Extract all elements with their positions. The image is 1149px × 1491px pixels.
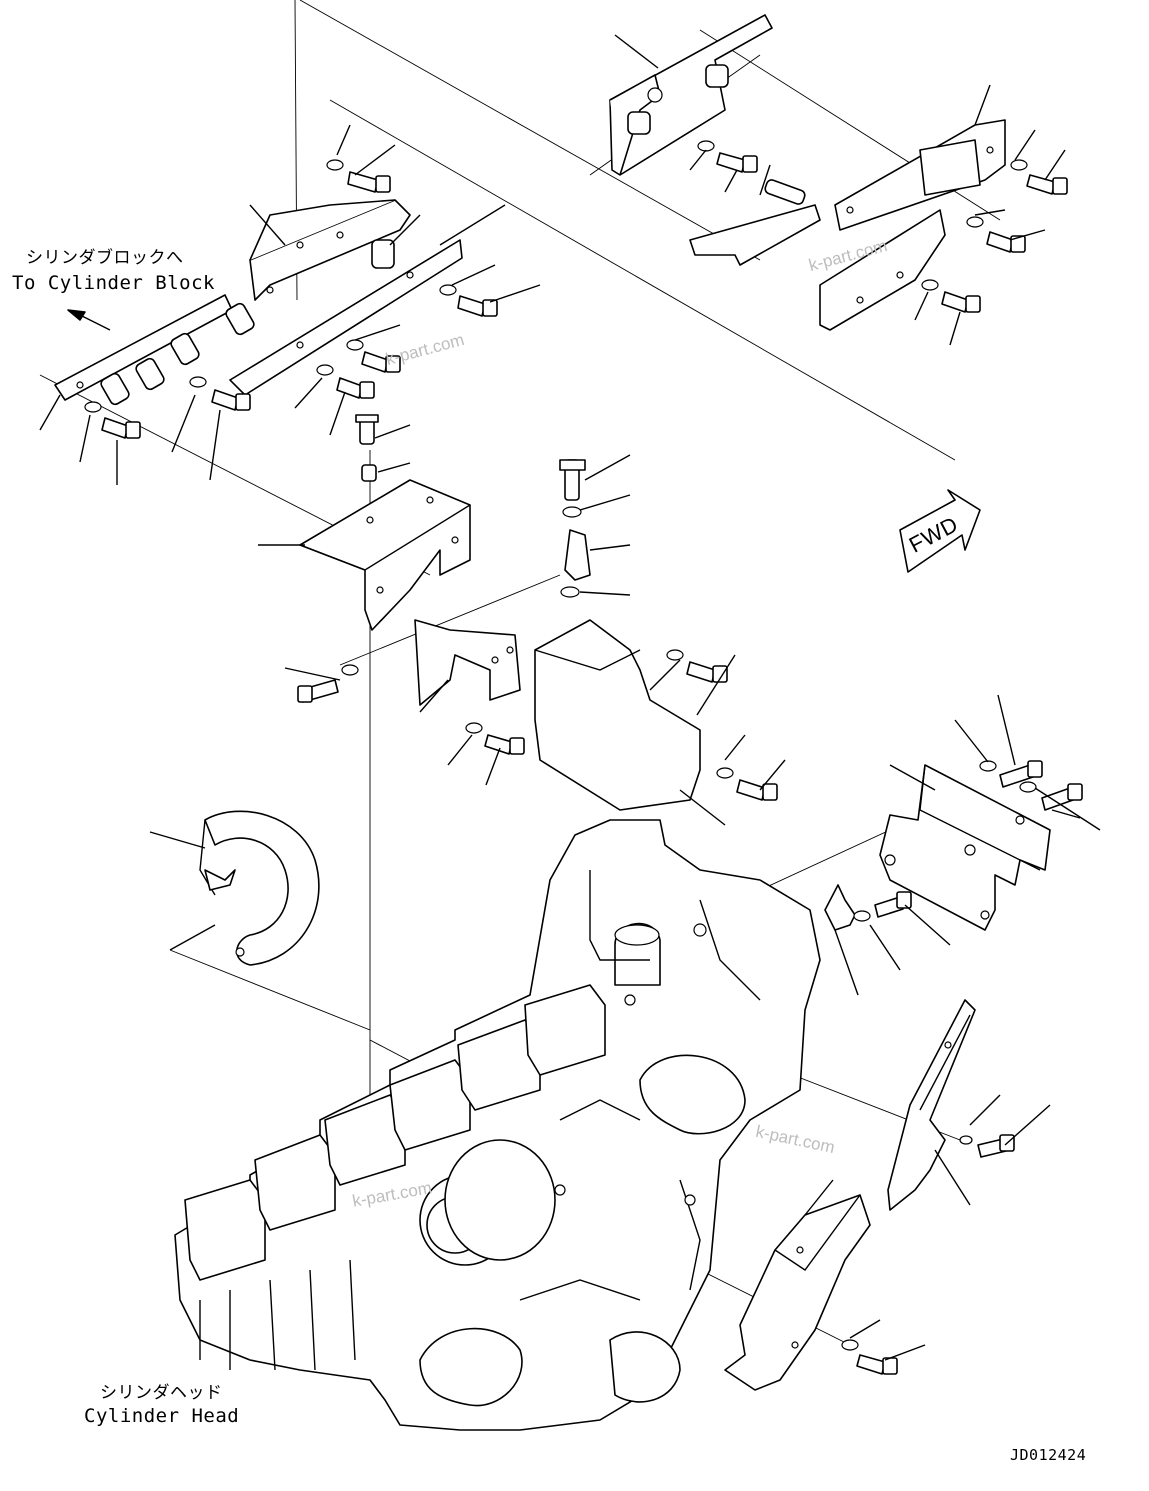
engine-assembly: [174, 819, 821, 1431]
leader-lines-right: [804, 694, 1101, 1361]
heat-shield-wrap: [149, 810, 320, 966]
upper-left-bracket-assembly: [54, 199, 463, 406]
cylinder-head-label: Cylinder Head: [84, 1405, 240, 1427]
fwd-arrow-icon: [899, 489, 981, 573]
upper-right-bracket-assembly: [609, 14, 1068, 331]
leader-lines-center: [258, 424, 786, 826]
bolts-upper-left: [84, 159, 498, 439]
right-cover-assembly: [724, 760, 1083, 1391]
center-cover-assembly: [297, 414, 778, 811]
leader-lines-upper-left: [39, 124, 541, 485]
to-cylinder-block-label-jp: シリンダブロックへ: [26, 248, 184, 268]
cylinder-head-label-jp: シリンダヘッド: [100, 1383, 223, 1403]
drawing-id: JD012424: [1010, 1446, 1087, 1464]
leader-lines-upper-right: [614, 34, 1066, 346]
to-cylinder-block-label: To Cylinder Block: [12, 272, 215, 294]
